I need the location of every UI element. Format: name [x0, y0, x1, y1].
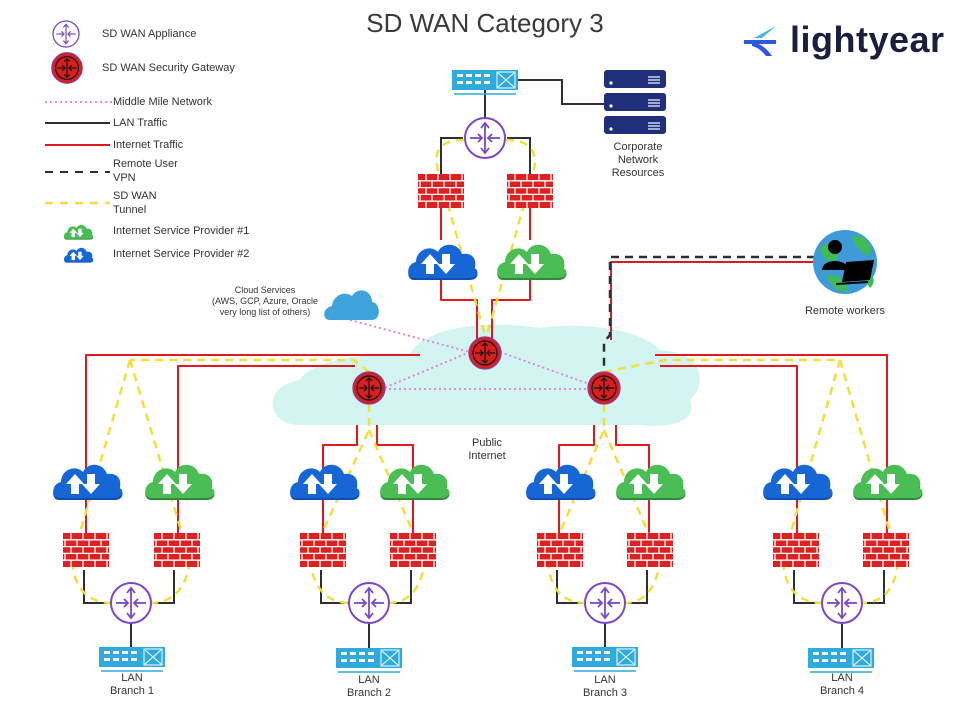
- sd-wan-tunnel-lines: [70, 138, 900, 605]
- core-firewall-1-icon: [417, 173, 465, 209]
- legend-sd-wan-appliance-icon: [52, 20, 80, 48]
- legend-label-tunnel-1: SD WAN: [113, 190, 157, 202]
- brand-logo: lightyear: [742, 20, 945, 60]
- corporate-label-line-3: Resources: [611, 167, 665, 179]
- security-gateway-center-icon: [468, 336, 502, 370]
- legend-label-lan: LAN Traffic: [113, 117, 168, 129]
- public-internet-label: Public Internet: [455, 437, 519, 463]
- remote-workers-icon: [813, 230, 877, 294]
- branch-4-name: Branch 4: [819, 685, 865, 697]
- corporate-servers-icon: [604, 70, 666, 134]
- core-isp1-cloud-icon: [497, 245, 566, 280]
- branch-1-name: Branch 1: [109, 685, 155, 697]
- security-gateway-right-icon: [587, 371, 621, 405]
- branch-4-lan: LAN: [831, 672, 853, 684]
- legend-label-vpn-2: VPN: [113, 172, 136, 184]
- legend-label-isp1: Internet Service Provider #1: [113, 225, 250, 237]
- branch-1-label: LAN Branch 1: [92, 672, 172, 698]
- corporate-label-line-1: Corporate: [613, 141, 663, 153]
- corporate-label: Corporate Network Resources: [596, 141, 680, 180]
- core-isp2-cloud-icon: [408, 245, 477, 280]
- legend-security-gateway-icon: [51, 52, 83, 84]
- legend-label-isp2: Internet Service Provider #2: [113, 248, 250, 260]
- lan-traffic-lines: [83, 79, 885, 648]
- cloud-services-label: Cloud Services (AWS, GCP, Azure, Oracle …: [200, 285, 330, 318]
- legend-label-vpn-1: Remote User: [113, 158, 178, 170]
- cloud-services-label-line-1: Cloud Services: [234, 285, 296, 295]
- legend-label-internet: Internet Traffic: [113, 139, 184, 151]
- corporate-label-line-2: Network: [617, 154, 659, 166]
- legend-label-gateway: SD WAN Security Gateway: [102, 62, 235, 74]
- branch-2-name: Branch 2: [346, 687, 392, 699]
- cloud-services-label-line-3: very long list of others): [219, 307, 311, 317]
- legend-label-middle-mile: Middle Mile Network: [113, 96, 213, 108]
- legend-label-appliance: SD WAN Appliance: [102, 28, 197, 40]
- brand-name: lightyear: [790, 19, 945, 60]
- public-internet-label-line-1: Public: [472, 437, 502, 449]
- legend-label-tunnel-2: Tunnel: [113, 204, 147, 216]
- remote-workers-label: Remote workers: [804, 305, 886, 317]
- branch-4-label: LAN Branch 4: [802, 672, 882, 698]
- middle-mile-lines: [349, 319, 593, 390]
- branch-3-name: Branch 3: [582, 687, 628, 699]
- cloud-services-label-line-2: (AWS, GCP, Azure, Oracle: [211, 296, 319, 306]
- core-firewall-2-icon: [506, 173, 554, 209]
- diagram-title: SD WAN Category 3: [366, 8, 604, 38]
- legend-isp2-cloud-icon: [64, 248, 93, 263]
- remote-user-vpn-line: [602, 255, 815, 372]
- branch-2-lan: LAN: [358, 674, 380, 686]
- branch-3-label: LAN Branch 3: [565, 674, 645, 700]
- cloud-services-icon: [324, 290, 379, 320]
- legend-isp1-cloud-icon: [64, 225, 93, 240]
- core-sd-wan-appliance-icon: [464, 117, 506, 159]
- branch-1-lan: LAN: [121, 672, 143, 684]
- branch-3-lan: LAN: [594, 674, 616, 686]
- branch-1-devices: [53, 465, 214, 672]
- security-gateway-left-icon: [352, 371, 386, 405]
- public-internet-label-line-2: Internet: [468, 450, 506, 462]
- legend: [45, 20, 112, 263]
- branch-2-label: LAN Branch 2: [329, 674, 409, 700]
- lightyear-logo-icon: [744, 26, 776, 56]
